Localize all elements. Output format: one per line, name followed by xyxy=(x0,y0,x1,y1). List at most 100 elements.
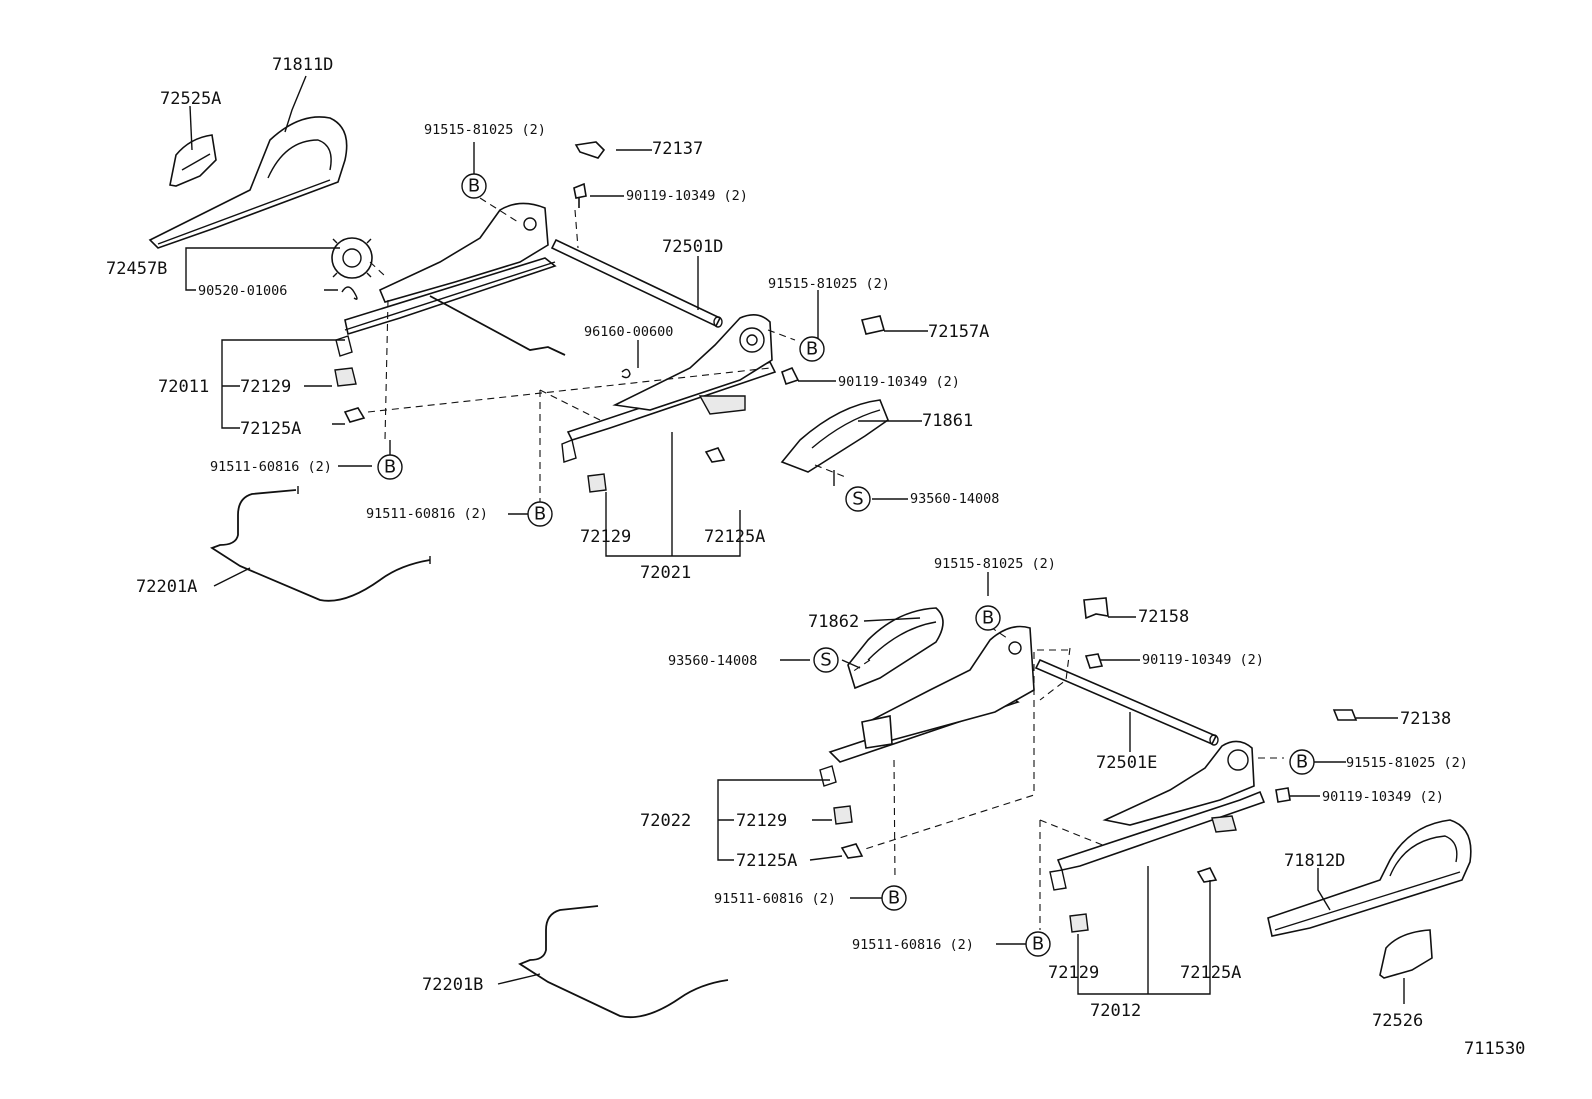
label-72022: 72022 xyxy=(640,811,691,831)
label-72457B: 72457B xyxy=(106,259,167,279)
leader-lines xyxy=(185,75,1405,1004)
clip-72125A-lower-right xyxy=(1196,867,1218,883)
label-72201A: 72201A xyxy=(136,577,197,597)
diagram-id: 711530 xyxy=(1464,1039,1525,1059)
label-72158: 72158 xyxy=(1138,607,1189,627)
dash-upper-3 xyxy=(369,261,386,277)
label-72129-b: 72129 xyxy=(580,527,631,547)
bushing-72129-upper-right xyxy=(587,473,607,493)
bolt-90119-10349-lower-a xyxy=(1084,653,1104,669)
label-91515-81025-d: 91515-81025 (2) xyxy=(1346,755,1468,771)
dash-lower-7 xyxy=(851,659,871,673)
label-90119-10349-d: 90119-10349 (2) xyxy=(1322,789,1444,805)
dash-lower-2 xyxy=(1039,647,1071,701)
svg-text:B: B xyxy=(888,888,900,909)
bushing-72129-upper-left xyxy=(334,367,357,387)
clip-72125A-upper-right xyxy=(704,447,726,463)
label-72125A-b: 72125A xyxy=(704,527,765,547)
label-72157A: 72157A xyxy=(928,322,989,342)
label-91511-60816-a: 91511-60816 (2) xyxy=(210,459,332,475)
clip-72137 xyxy=(574,141,606,159)
svg-text:B: B xyxy=(1032,934,1044,955)
label-91515-81025-b: 91515-81025 (2) xyxy=(768,276,890,292)
snap-ring-96160-00600 xyxy=(621,368,631,379)
bolt-90119-10349-lower-b xyxy=(1275,787,1291,803)
clip-72125A-upper-left xyxy=(343,407,366,423)
label-71812D: 71812D xyxy=(1284,851,1345,871)
svg-text:S: S xyxy=(820,650,831,671)
seat-track-right-72021 xyxy=(561,314,777,463)
label-91511-60816-b: 91511-60816 (2) xyxy=(366,506,488,522)
label-72021: 72021 xyxy=(640,563,691,583)
track-cover-71862 xyxy=(847,607,944,690)
label-91511-60816-c: 91511-60816 (2) xyxy=(714,891,836,907)
bolt-90119-10349-upper xyxy=(573,182,587,208)
knob-cover-72526 xyxy=(1379,929,1433,979)
dash-lower-5 xyxy=(1039,819,1106,930)
clip-72138 xyxy=(1332,709,1358,721)
track-cover-71861 xyxy=(780,399,889,473)
dash-lower-3 xyxy=(861,649,1068,851)
label-96160-00600: 96160-00600 xyxy=(584,324,673,340)
torsion-bar-72501E xyxy=(1034,658,1219,746)
torsion-bar-72501D xyxy=(550,238,723,328)
svg-text:B: B xyxy=(806,339,818,360)
svg-text:B: B xyxy=(384,457,396,478)
clip-72125A-lower-left xyxy=(840,843,864,859)
callout-bolt-3: B xyxy=(377,454,403,480)
seat-track-cover-71812D xyxy=(1267,819,1472,937)
label-93560-14008-a: 93560-14008 xyxy=(910,491,999,507)
label-71811D: 71811D xyxy=(272,55,333,75)
callout-bolt-8: B xyxy=(1025,931,1051,957)
recliner-knob-72457B xyxy=(331,237,373,279)
clip-72158 xyxy=(1083,597,1109,620)
dash-upper-7 xyxy=(539,389,601,510)
callout-bolt-1: B xyxy=(461,173,487,199)
label-72138: 72138 xyxy=(1400,709,1451,729)
label-72125A-a: 72125A xyxy=(240,419,301,439)
label-72137: 72137 xyxy=(652,139,703,159)
seat-track-right-72012 xyxy=(1049,740,1266,891)
label-72201B: 72201B xyxy=(422,975,483,995)
dash-upper-2 xyxy=(574,209,579,249)
bushing-72129-lower-left xyxy=(833,805,853,825)
rod-72201A-ends xyxy=(297,486,431,564)
clip-72157A xyxy=(860,315,886,335)
bolt-90119-10349-mid xyxy=(781,366,800,386)
svg-text:B: B xyxy=(982,608,994,629)
adjuster-rod-72201B xyxy=(518,905,729,1019)
dash-upper-6 xyxy=(767,329,796,341)
callout-screw-1: S xyxy=(845,486,871,512)
dash-upper-1 xyxy=(479,197,519,223)
label-90119-10349-b: 90119-10349 (2) xyxy=(838,374,960,390)
label-72125A-d: 72125A xyxy=(1180,963,1241,983)
callout-bolt-6: B xyxy=(1289,749,1315,775)
label-93560-14008-b: 93560-14008 xyxy=(668,653,757,669)
callout-bolt-2: B xyxy=(799,336,825,362)
label-72125A-c: 72125A xyxy=(736,851,797,871)
seat-track-left-72022 xyxy=(819,625,1035,787)
label-91515-81025-a: 91515-81025 (2) xyxy=(424,122,546,138)
label-72011: 72011 xyxy=(158,377,209,397)
adjuster-rod-72201A xyxy=(210,489,431,602)
label-72129-c: 72129 xyxy=(736,811,787,831)
svg-text:B: B xyxy=(534,504,546,525)
label-72129-a: 72129 xyxy=(240,377,291,397)
label-72501E: 72501E xyxy=(1096,753,1157,773)
spring-90520-01006 xyxy=(341,286,358,300)
callout-bolt-7: B xyxy=(881,885,907,911)
label-72525A: 72525A xyxy=(160,89,221,109)
svg-text:S: S xyxy=(852,489,863,510)
callout-bolt-4: B xyxy=(527,501,553,527)
label-71861: 71861 xyxy=(922,411,973,431)
svg-text:B: B xyxy=(1296,752,1308,773)
label-72526: 72526 xyxy=(1372,1011,1423,1031)
svg-text:B: B xyxy=(468,176,480,197)
label-72012: 72012 xyxy=(1090,1001,1141,1021)
label-71862: 71862 xyxy=(808,612,859,632)
bushing-72129-lower-right xyxy=(1069,913,1089,933)
label-90520-01006: 90520-01006 xyxy=(198,283,287,299)
label-90119-10349-c: 90119-10349 (2) xyxy=(1142,652,1264,668)
